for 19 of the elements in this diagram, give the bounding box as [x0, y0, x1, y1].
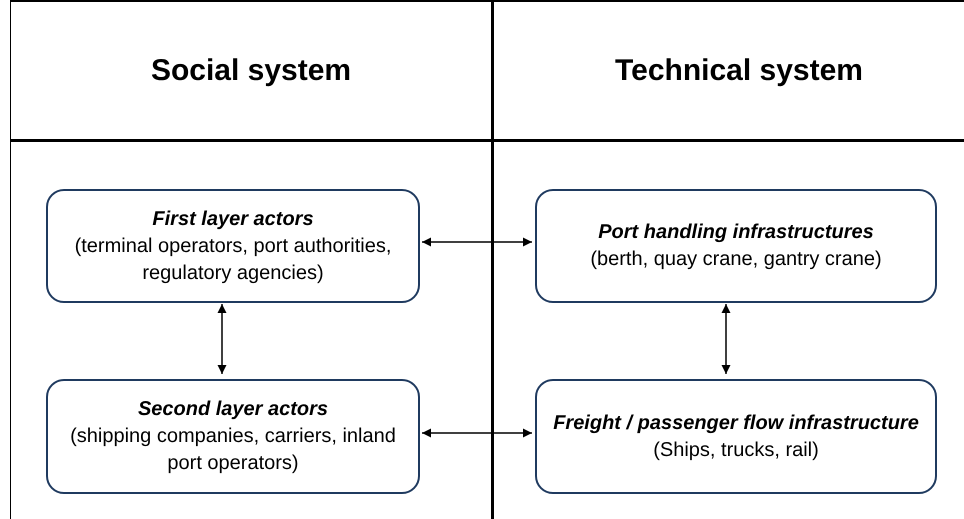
column-heading: Technical system: [615, 53, 863, 89]
double-arrow: [422, 238, 532, 246]
rounded-box: [535, 379, 937, 494]
rounded-box: [46, 189, 420, 303]
box-title: First layer actors: [152, 206, 314, 232]
double-arrow: [722, 304, 730, 374]
box-title: Second layer actors: [138, 397, 328, 422]
double-arrow: [218, 304, 226, 374]
box-title: Port handling infrastructures: [598, 220, 874, 245]
column-heading: Social system: [150, 53, 352, 89]
rounded-box: [46, 379, 420, 494]
box-description: (berth, quay crane, gantry crane): [590, 247, 882, 272]
column-panel: [10, 0, 494, 519]
box-description: (Ships, trucks, rail): [653, 438, 819, 462]
box-title: Freight / passenger flow infrastructure: [553, 410, 919, 436]
double-arrow: [422, 428, 532, 438]
box-description: (shipping companies, carriers, inland port operators): [69, 424, 397, 476]
box-description: (terminal operators, port authorities, regulatory agencies): [74, 234, 392, 286]
rounded-box: [535, 189, 937, 303]
